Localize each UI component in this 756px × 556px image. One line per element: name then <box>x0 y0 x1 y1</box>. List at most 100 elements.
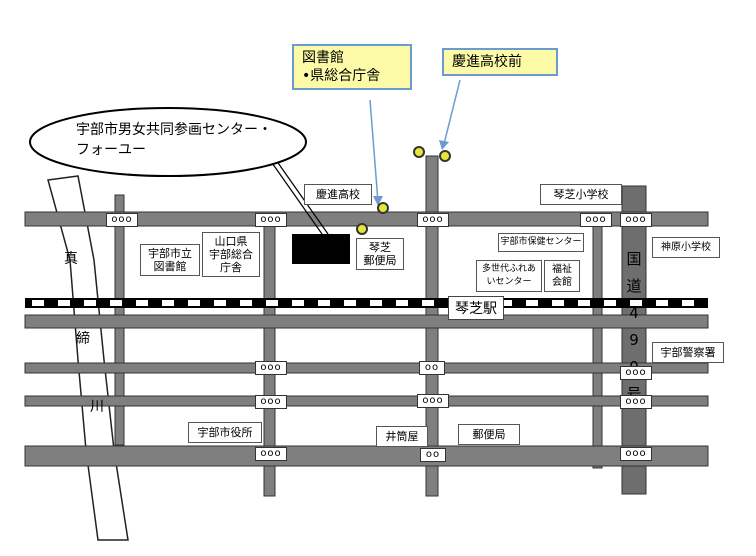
label-welfare-center-line2: いセンター <box>486 277 532 287</box>
railway-tie <box>110 300 122 306</box>
railway-tie <box>396 300 408 306</box>
label-welfare-hall-line2: 会館 <box>552 277 572 288</box>
route-char: 道 <box>626 277 642 295</box>
label-izutsuya: 井筒屋 <box>376 426 428 447</box>
label-police-text: 宇部警察署 <box>660 346 716 359</box>
traffic-signal: ooo <box>255 361 287 375</box>
railway-tie <box>162 300 174 306</box>
route-char: 4 <box>629 304 639 322</box>
label-health-center: 宇部市保健センター <box>498 233 584 252</box>
label-health-center-text: 宇部市保健センター <box>500 237 582 247</box>
station-label: 琴芝駅 <box>448 296 504 320</box>
label-kotoshiba-post-line1: 琴芝 <box>369 241 391 254</box>
railway-tie <box>58 300 70 306</box>
railway-tie <box>422 300 434 306</box>
label-welfare-hall: 福祉 会館 <box>544 260 580 292</box>
label-city-library: 宇部市立 図書館 <box>140 244 200 276</box>
label-welfare-center: 多世代ふれあ いセンター <box>476 260 542 292</box>
label-city-hall-text: 宇部市役所 <box>197 426 253 439</box>
road-horizontal-mid1 <box>24 362 709 374</box>
railway-tie <box>682 300 694 306</box>
label-kotoshiba-elem-text: 琴芝小学校 <box>553 188 609 201</box>
traffic-signal: ooo <box>580 213 612 227</box>
road-vertical-east <box>592 219 603 469</box>
label-pref-office-line2: 宇部総合 <box>209 248 253 261</box>
school-stop-callout-pointer <box>443 79 461 145</box>
school-stop-callout-arrowhead <box>439 140 449 150</box>
center-ellipse <box>29 107 307 177</box>
road-horizontal-mid2 <box>24 395 709 407</box>
railway-tie <box>526 300 538 306</box>
route-char: 国 <box>626 250 642 268</box>
label-welfare-hall-line1: 福祉 <box>552 264 572 275</box>
library-callout-line1: 図書館 <box>302 50 344 66</box>
national-route-490 <box>621 185 647 495</box>
label-post-office-text: 郵便局 <box>472 428 506 441</box>
river-char-2: 締 <box>76 331 90 347</box>
railway <box>25 298 708 308</box>
railway-tie <box>604 300 616 306</box>
label-police: 宇部警察署 <box>652 342 724 363</box>
center-leader-line <box>269 159 323 235</box>
traffic-signal: ooo <box>417 213 449 227</box>
library-callout-line2: •県総合庁舎 <box>302 68 381 84</box>
label-city-library-line2: 図書館 <box>153 260 187 273</box>
label-kamihara-elem: 神原小学校 <box>652 237 720 258</box>
label-kamihara-elem-text: 神原小学校 <box>661 242 711 253</box>
center-name-line1: 宇部市男女共同参画センター・ <box>76 122 272 138</box>
library-callout-arrowhead <box>373 196 383 206</box>
route-char: 9 <box>629 331 639 349</box>
traffic-signal: ooo <box>417 394 449 408</box>
center-leader-line <box>275 159 329 235</box>
label-kotoshiba-post: 琴芝 郵便局 <box>356 238 404 270</box>
label-keishin-school-text: 慶進高校 <box>316 188 360 201</box>
center-name: 宇部市男女共同参画センター・ フォーユー <box>76 120 272 160</box>
railway-tie <box>266 300 278 306</box>
railway-tie <box>344 300 356 306</box>
bus-stop-marker <box>413 146 425 158</box>
railway-tie <box>578 300 590 306</box>
railway-tie <box>630 300 642 306</box>
label-keishin-school: 慶進高校 <box>304 184 372 205</box>
railway-tie <box>214 300 226 306</box>
school-stop-callout-text: 慶進高校前 <box>452 54 522 70</box>
road-horizontal-south <box>24 445 709 467</box>
label-welfare-center-line1: 多世代ふれあ <box>481 264 536 274</box>
railway-tie <box>240 300 252 306</box>
railway-tie <box>370 300 382 306</box>
label-pref-office-line3: 庁舎 <box>220 261 242 274</box>
traffic-signal: ooo <box>620 213 652 227</box>
traffic-signal: ooo <box>255 213 287 227</box>
center-name-line2: フォーユー <box>76 142 146 158</box>
road-horizontal-south-rail <box>24 314 709 329</box>
railway-tie <box>500 300 512 306</box>
traffic-signal: ooo <box>620 395 652 409</box>
school-stop-callout: 慶進高校前 <box>442 48 558 76</box>
river-char-1: 真 <box>64 251 78 267</box>
railway-tie <box>292 300 304 306</box>
center-building <box>292 234 350 264</box>
traffic-signal: ooo <box>106 213 138 227</box>
label-kotoshiba-elem: 琴芝小学校 <box>540 184 622 205</box>
traffic-signal: ooo <box>620 366 652 380</box>
railway-tie <box>84 300 96 306</box>
route-label: 国 道 4 9 0 号 <box>624 246 644 408</box>
bus-stop-marker <box>356 223 368 235</box>
river-char-3: 川 <box>90 399 104 415</box>
traffic-signal: ooo <box>620 447 652 461</box>
label-pref-office-line1: 山口県 <box>214 235 248 248</box>
bus-stop-marker <box>439 150 451 162</box>
label-city-library-line1: 宇部市立 <box>148 247 192 260</box>
label-pref-office: 山口県 宇部総合 庁舎 <box>202 232 260 277</box>
label-kotoshiba-post-line2: 郵便局 <box>363 254 397 267</box>
traffic-signal: ooo <box>255 447 287 461</box>
railway-tie <box>32 300 44 306</box>
bus-stop-marker <box>377 202 389 214</box>
label-izutsuya-text: 井筒屋 <box>385 430 419 443</box>
library-callout-pointer <box>369 99 379 203</box>
traffic-signal: ooo <box>255 395 287 409</box>
railway-tie <box>656 300 668 306</box>
railway-tie <box>552 300 564 306</box>
traffic-signal: oo <box>419 361 445 375</box>
